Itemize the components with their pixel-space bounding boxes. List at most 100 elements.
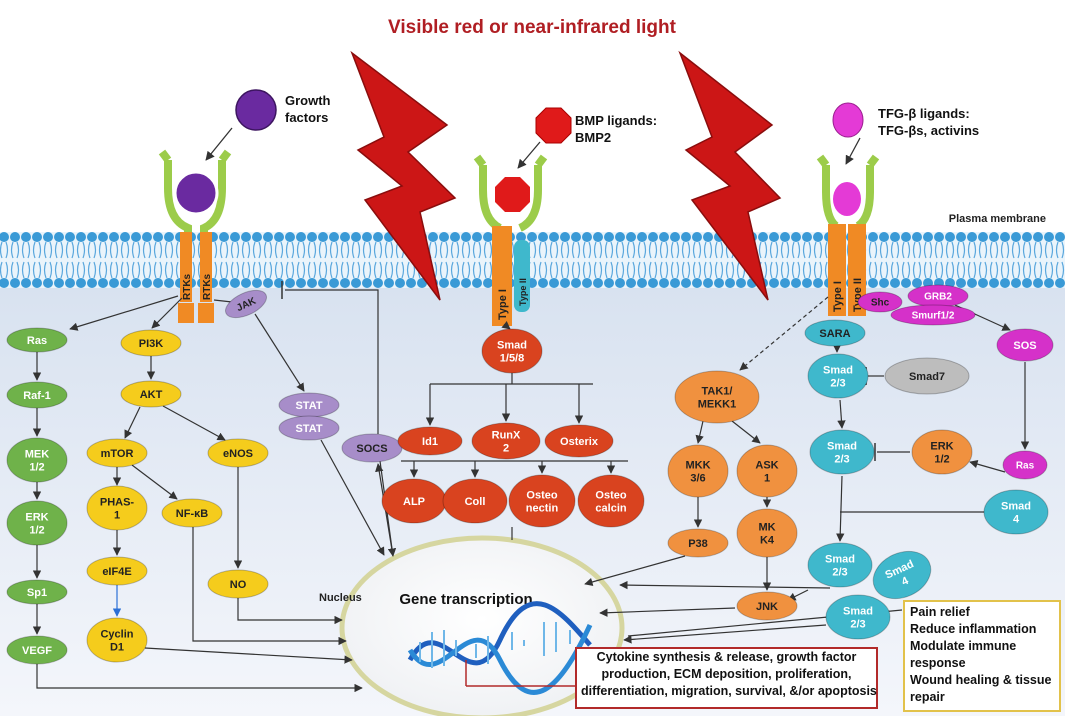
enos-node: eNOS xyxy=(207,438,269,468)
sos-node: SOS xyxy=(996,328,1054,362)
vegf-node: VEGF xyxy=(6,635,68,665)
smad23c-label: Smad xyxy=(825,553,855,565)
smad23d-label: 2/3 xyxy=(850,618,865,630)
raf1-node: Raf-1 xyxy=(6,381,68,409)
raf1-label: Raf-1 xyxy=(23,390,51,402)
lightning-bolt-icon xyxy=(350,50,457,301)
erk-left-label: ERK xyxy=(25,511,48,523)
erk-left-label: 1/2 xyxy=(29,524,44,536)
osteonectin-label: Osteo xyxy=(526,489,557,501)
mkk4-label: K4 xyxy=(760,534,775,546)
osteocalcin-label: Osteo xyxy=(595,489,626,501)
nfkb-node: NF-κB xyxy=(161,498,223,528)
tak1-label: MEKK1 xyxy=(698,398,737,410)
akt-node: AKT xyxy=(120,380,182,408)
lightning-bolt-icon xyxy=(678,50,782,301)
type2-label: Type II xyxy=(518,278,528,306)
smad4a-label: 4 xyxy=(1013,513,1020,525)
jnk-label: JNK xyxy=(756,601,778,613)
therapeutic-effects-box: Pain relief Reduce inflammation Modulate… xyxy=(903,600,1061,712)
smurf-label: Smurf1/2 xyxy=(912,311,955,322)
plasma-membrane xyxy=(0,232,1065,288)
jak-node: JAK xyxy=(225,289,267,319)
id1-node: Id1 xyxy=(397,426,463,456)
sara-label: SARA xyxy=(819,328,850,340)
tak1-label: TAK1/ xyxy=(702,385,733,397)
smad23d-label: Smad xyxy=(843,605,873,617)
nucleus xyxy=(339,535,625,716)
osterix-node: Osterix xyxy=(544,424,614,458)
bmp-label: BMP2 xyxy=(575,130,611,145)
shc-label: Shc xyxy=(871,298,890,309)
id1-label: Id1 xyxy=(422,436,438,448)
cellular-outcomes-box: Cytokine synthesis & release, growth fac… xyxy=(575,647,878,709)
smad4a-label: Smad xyxy=(1001,500,1031,512)
mtor-label: mTOR xyxy=(101,448,134,460)
smad23c-label: 2/3 xyxy=(832,566,847,578)
type1-label: Type I xyxy=(497,289,509,320)
effect-line: Modulate immune xyxy=(910,639,1017,653)
eif4e-node: eIF4E xyxy=(86,556,148,586)
smad23b-label: 2/3 xyxy=(834,453,849,465)
nucleus-label: Nucleus xyxy=(319,592,362,604)
coll-node: Coll xyxy=(442,478,508,524)
rtk-label: RTKs xyxy=(182,273,193,300)
mkk36-label: 3/6 xyxy=(690,472,705,484)
effect-line: repair xyxy=(910,690,945,704)
pi3k-label: PI3K xyxy=(139,338,164,350)
p38-label: P38 xyxy=(688,538,708,550)
phas-node: PHAS-1 xyxy=(86,485,148,531)
mek-label: MEK xyxy=(25,448,50,460)
ras-right-label: Ras xyxy=(1016,461,1035,472)
smad158-label: Smad xyxy=(497,339,527,351)
gene-transcription-label: Gene transcription xyxy=(399,591,532,608)
effect-line: Wound healing & tissue xyxy=(910,673,1052,687)
sara-node: SARA xyxy=(804,319,866,347)
alp-label: ALP xyxy=(403,496,425,508)
dna-helix-icon xyxy=(407,601,593,695)
jnk-node: JNK xyxy=(736,591,798,621)
ras-left-node: Ras xyxy=(6,327,68,353)
cyclin-label: Cyclin xyxy=(100,628,133,640)
rtk-receptor: RTKs RTKs xyxy=(158,149,232,323)
stat2-label: STAT xyxy=(295,423,322,435)
coll-label: Coll xyxy=(465,496,486,508)
smad4b-label: 4 xyxy=(900,575,911,589)
runx-label: 2 xyxy=(503,442,509,454)
runx-label: RunX xyxy=(492,429,521,441)
rtk-label: RTKs xyxy=(202,273,213,300)
tgf-label: TFG-β ligands: xyxy=(878,106,970,121)
pi3k-node: PI3K xyxy=(120,329,182,357)
tgf-receptor: Type I Type II xyxy=(816,154,880,316)
tgf-beta-ligand xyxy=(832,102,864,138)
effect-line: response xyxy=(910,656,966,670)
ras-right-node: Ras xyxy=(1002,450,1048,480)
grb2-label: GRB2 xyxy=(924,292,952,303)
phas-label: PHAS- xyxy=(100,496,135,508)
nfkb-label: NF-κB xyxy=(176,508,208,520)
growth-factor-ligand xyxy=(235,89,277,131)
sp1-node: Sp1 xyxy=(6,579,68,605)
socs-label: SOCS xyxy=(356,443,387,455)
title: Visible red or near-infrared light xyxy=(388,17,677,38)
stat1-node: STAT xyxy=(278,392,340,418)
vegf-label: VEGF xyxy=(22,645,52,657)
bmp-receptor: Type I Type II xyxy=(473,154,548,326)
ask1-label: 1 xyxy=(764,472,770,484)
tak1-node: TAK1/MEKK1 xyxy=(674,370,760,424)
osterix-label: Osterix xyxy=(560,436,599,448)
membrane-label: Plasma membrane xyxy=(949,213,1046,225)
osteonectin-label: nectin xyxy=(526,502,559,514)
mkk36-label: MKK xyxy=(685,459,710,471)
